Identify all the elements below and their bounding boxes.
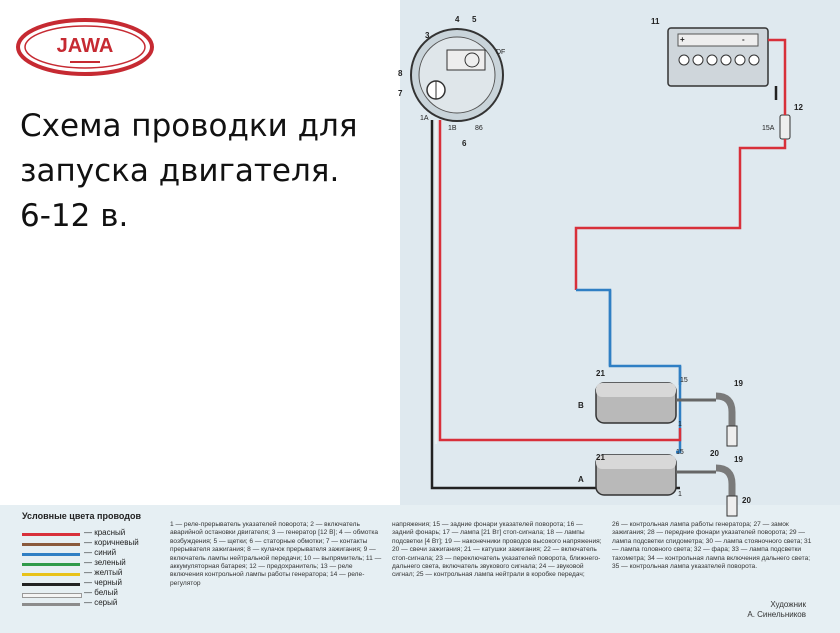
wire-blue-coil-b (576, 288, 682, 385)
label-86: 86 (475, 125, 483, 132)
author-credit: Художник А. Синельников (747, 600, 806, 620)
title-line-3: 6-12 в. (20, 198, 129, 234)
logo-text: JAWA (57, 35, 114, 57)
legend-label: — серый (84, 598, 118, 607)
wires (430, 38, 787, 490)
label-minus: - (742, 35, 745, 44)
spark-plug-a (676, 464, 738, 517)
label-8: 8 (398, 69, 403, 78)
legend-item: — серый (22, 598, 162, 608)
title-panel (0, 0, 400, 505)
coil-a (595, 454, 677, 496)
legend-item: — желтый (22, 568, 162, 578)
label-20-a: 20 (742, 496, 751, 505)
legend-swatch (22, 583, 80, 586)
label-5: 5 (472, 15, 477, 24)
caption-panel (0, 505, 840, 633)
label-21-a: 21 (596, 453, 605, 462)
title-line-1: Схема проводки для (20, 108, 358, 144)
wire-red-fuse-switch (574, 139, 787, 290)
label-15-b: 15 (680, 377, 688, 384)
legend-swatch (22, 563, 80, 566)
wire-red-battery-fuse (768, 38, 787, 115)
legend-item: — белый (22, 588, 162, 598)
label-4: 4 (455, 15, 460, 24)
title-line-2: запуска двигателя. (20, 153, 340, 189)
label-7: 7 (398, 89, 403, 98)
label-15a: 15A (762, 125, 775, 132)
caption-column-1: 1 — реле-прерыватель указателей поворота… (170, 521, 382, 587)
wire-blue-coil-a (676, 366, 682, 454)
label-21-b: 21 (596, 369, 605, 378)
legend-title: Условные цвета проводов (22, 511, 142, 521)
generator (410, 28, 504, 122)
author-role: Художник (770, 600, 806, 609)
label-19-b: 19 (734, 379, 743, 388)
legend-swatch (22, 553, 80, 556)
coil-b (595, 382, 677, 424)
page-title: Схема проводки для запуска двигателя. 6-… (20, 104, 400, 239)
label-20-b: 20 (710, 449, 719, 458)
label-1a: 1A (420, 115, 429, 122)
legend-swatch (22, 603, 80, 606)
label-19-a: 19 (734, 455, 743, 464)
legend-label: — коричневый (84, 538, 139, 547)
legend-swatch (22, 593, 82, 598)
legend-label: — белый (84, 588, 118, 597)
label-term-1-a: 1 (678, 491, 682, 498)
legend-swatch (22, 573, 80, 576)
caption-column-3: 26 — контрольная лампа работы генератора… (612, 521, 812, 571)
label-coil-a: A (578, 475, 584, 484)
spark-plug-b (676, 392, 738, 447)
label-term-1-b: 1 (678, 421, 682, 428)
label-11: 11 (651, 17, 660, 26)
label-6: 6 (462, 139, 467, 148)
legend-item: — коричневый (22, 538, 162, 548)
wire-black-coil-a (430, 120, 680, 490)
label-3: 3 (425, 31, 430, 40)
label-1b: 1B (448, 125, 457, 132)
legend-label: — черный (84, 578, 122, 587)
wire-red-coil-b (438, 120, 682, 442)
legend-item: — синий (22, 548, 162, 558)
legend-item: — красный (22, 528, 162, 538)
label-df: DF (496, 49, 505, 56)
legend-label: — желтый (84, 568, 123, 577)
legend-item: — черный (22, 578, 162, 588)
legend-label: — синий (84, 548, 117, 557)
legend-label: — красный (84, 528, 126, 537)
jawa-logo: JAWA (16, 18, 154, 76)
legend-label: — зеленый (84, 558, 126, 567)
battery (667, 27, 769, 87)
legend-item: — зеленый (22, 558, 162, 568)
legend-swatch (22, 543, 80, 546)
label-12: 12 (794, 103, 803, 112)
legend-swatch (22, 533, 80, 536)
label-coil-b: B (578, 401, 584, 410)
fuse (779, 114, 791, 140)
author-name: А. Синельников (747, 610, 806, 619)
caption-column-2: напряжения; 15 — задние фонари указателе… (392, 521, 602, 579)
label-15-a: 15 (676, 449, 684, 456)
label-plus: + (680, 35, 685, 44)
